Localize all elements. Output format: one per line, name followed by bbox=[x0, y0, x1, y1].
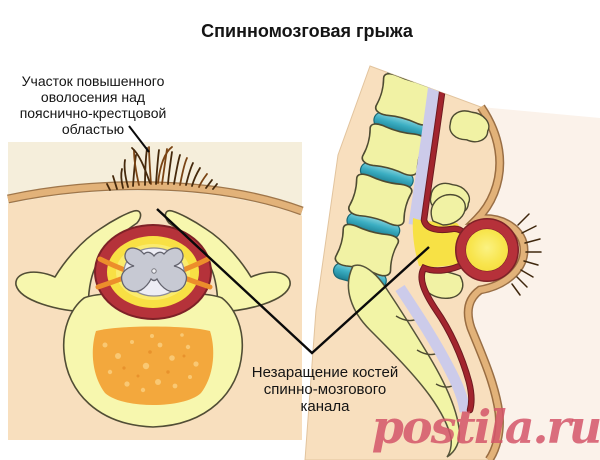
skin-layer bbox=[7, 181, 304, 216]
left-cross-section-panel bbox=[7, 142, 304, 440]
vertebral-bodies bbox=[334, 72, 440, 277]
outside-body-background bbox=[468, 107, 600, 460]
right-sagittal-panel bbox=[304, 65, 600, 460]
sac-hairs bbox=[511, 213, 542, 296]
hernia-sac bbox=[455, 218, 519, 282]
dura-line bbox=[418, 74, 475, 414]
watermark: postila.ru bbox=[372, 400, 600, 454]
svg-text:оволосения над: оволосения над bbox=[41, 89, 145, 105]
defect-pointer-lines bbox=[156, 208, 430, 355]
svg-text:Участок повышенного: Участок повышенного bbox=[22, 73, 165, 89]
spongy-bone bbox=[92, 326, 214, 405]
svg-text:Незаращение костей: Незаращение костей bbox=[252, 364, 398, 381]
svg-text:канала: канала bbox=[301, 398, 351, 415]
hair-growth-label: Участок повышенного оволосения над поясн… bbox=[20, 73, 167, 137]
hair-label-pointer-line bbox=[128, 125, 150, 153]
hair-tuft bbox=[106, 146, 218, 191]
svg-text:пояснично-крестцовой: пояснично-крестцовой bbox=[20, 105, 167, 121]
page-title: Спинномозговая грыжа bbox=[201, 21, 414, 41]
back-skin-layer bbox=[463, 104, 529, 460]
unfused-laminae bbox=[419, 193, 466, 299]
spinal-cord bbox=[120, 247, 188, 297]
central-canal bbox=[151, 268, 157, 274]
spinal-canal bbox=[395, 75, 471, 413]
svg-text:областью: областью bbox=[62, 121, 124, 137]
canal-defect-label: Незаращение костей спинно-мозгового кана… bbox=[252, 364, 398, 415]
svg-text:спинно-мозгового: спинно-мозгового bbox=[264, 381, 386, 398]
